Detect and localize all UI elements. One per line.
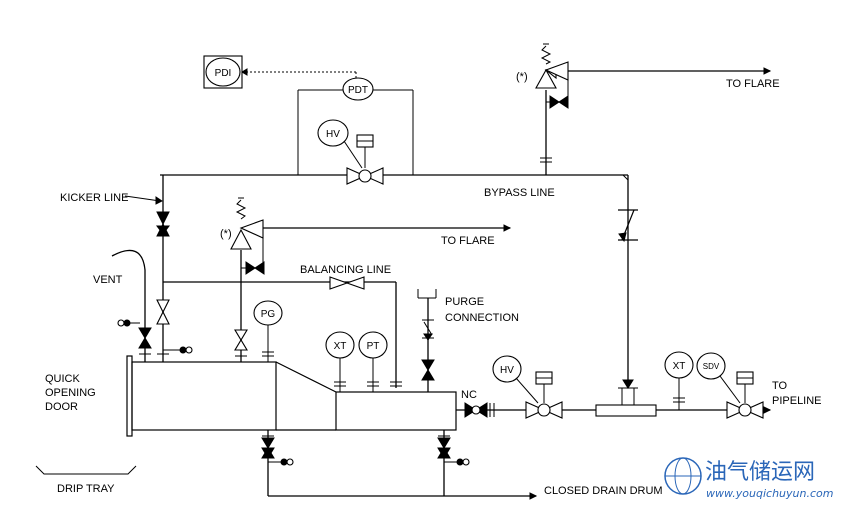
watermark-url: www.youqichuyun.com <box>706 487 833 500</box>
hv-outlet-label: HV <box>500 365 514 376</box>
hv-bypass-label: HV <box>326 129 340 140</box>
sdv-label: SDV <box>703 362 720 371</box>
asterisk-mid: (*) <box>220 228 232 240</box>
pdt-loop <box>297 89 414 175</box>
quick-label: QUICK <box>45 373 81 385</box>
pdt-label: PDT <box>348 85 368 96</box>
vent-label: VENT <box>93 274 123 286</box>
pg-instrument: PG <box>253 300 283 362</box>
pdt-instrument: PDT <box>342 77 374 101</box>
bypass-line-label: BYPASS LINE <box>484 187 555 199</box>
door-label: DOOR <box>45 401 78 413</box>
hv-bypass-valve: HV <box>317 119 384 185</box>
purge-connection <box>417 289 437 392</box>
pdi-label: PDI <box>215 68 232 79</box>
hv-outlet-valve: HV <box>492 355 563 419</box>
pt-instrument: PT <box>358 331 388 392</box>
watermark: 油气储运网 www.youqichuyun.com <box>664 457 833 500</box>
reducer-top <box>275 361 337 393</box>
xt-pipeline-label: XT <box>673 361 686 372</box>
watermark-chinese: 油气储运网 <box>705 460 815 485</box>
launcher-barrel <box>126 355 457 437</box>
sdv-valve: SDV <box>696 352 764 419</box>
pdi-instrument: PDI <box>203 55 243 89</box>
relief-valve-top <box>535 43 772 175</box>
to-flare-mid-label: TO FLARE <box>441 235 495 247</box>
bypass-drop <box>618 174 638 389</box>
to-flare-top-label: TO FLARE <box>726 78 780 90</box>
to-pipeline-label-1: TO <box>772 380 788 392</box>
xt-pipeline-instrument: XT <box>664 351 694 410</box>
pt-label: PT <box>367 341 380 352</box>
kicker-line-label: KICKER LINE <box>60 192 128 204</box>
drip-tray <box>35 465 137 475</box>
closed-drain-drum-label: CLOSED DRAIN DRUM <box>544 485 663 497</box>
relief-valve-mid <box>230 197 512 362</box>
minor-barrel <box>335 391 457 431</box>
pg-label: PG <box>261 309 276 320</box>
xt-barrel-instrument: XT <box>325 331 355 392</box>
purge-label-2: CONNECTION <box>445 312 519 324</box>
kicker-barrel-valve <box>156 297 193 362</box>
drip-tray-label: DRIP TRAY <box>57 483 115 495</box>
purge-label-1: PURGE <box>445 296 484 308</box>
to-pipeline-label-2: PIPELINE <box>772 395 822 407</box>
bypass-header <box>156 174 628 297</box>
balancing-line <box>163 276 402 388</box>
xt-barrel-label: XT <box>334 341 347 352</box>
balancing-line-label: BALANCING LINE <box>300 264 391 276</box>
opening-label: OPENING <box>45 387 96 399</box>
asterisk-top: (*) <box>516 71 528 83</box>
quick-opening-door-flange <box>126 355 133 437</box>
drain-system <box>261 430 538 500</box>
vent-line <box>111 249 152 362</box>
outlet-pipeline <box>456 387 772 418</box>
nc-label: NC <box>461 389 477 401</box>
